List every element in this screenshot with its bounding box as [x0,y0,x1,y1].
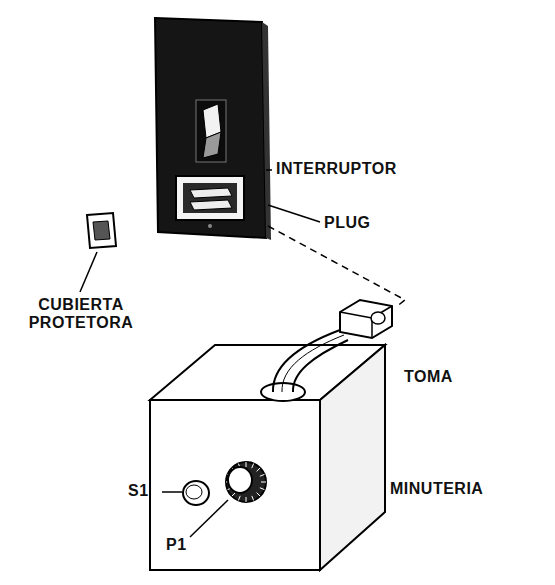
leader-line [190,500,228,537]
knurl-stroke [260,488,265,490]
box-side [320,345,385,570]
cable-hole [261,383,305,401]
socket [176,176,244,220]
box-front [150,400,320,570]
knurl-stroke [252,496,254,501]
callout-label: P1 [166,536,200,554]
knurl-stroke [257,468,261,472]
toma-connector [340,300,392,338]
protective-cover [87,213,116,248]
socket-hole [183,183,237,213]
knurl-stroke [246,497,247,502]
knurl-stroke [257,493,261,497]
cable [282,335,344,392]
knurl-stroke [246,462,247,467]
switch-toggle-lower [203,132,221,158]
leader-line [268,205,320,222]
knurl-stroke [261,482,266,483]
plate-screw [208,224,212,228]
knurl-stroke [238,496,240,501]
push-button [183,481,209,505]
push-button-cap [186,485,202,499]
potentiometer-knob [226,462,266,502]
knob-knurling [226,462,266,502]
leader-line [266,169,272,171]
part-label: CUBIERTA PROTETORA [22,296,140,333]
toma-hole [371,312,385,324]
part-label: PLUG [324,214,394,232]
socket-prong [190,200,232,210]
knurl-stroke [252,464,254,469]
plug-dashed-line [268,226,405,307]
leader-line [80,252,97,292]
part-label: MINUTERIA [390,480,510,498]
knob-face [228,467,252,493]
wall-plate-edge [262,22,271,240]
socket-prong [190,188,232,198]
knurl-stroke [260,474,265,476]
toma-edge [340,312,372,318]
callout-label: S1 [128,482,162,500]
protective-cover-inner [93,221,110,240]
part-label: TOMA [404,368,474,386]
leader-line [162,491,182,493]
cable [293,340,348,392]
wall-plate [155,18,266,238]
part-label: INTERRUPTOR [276,160,426,178]
knurl-stroke [232,493,236,497]
switch-frame [196,100,226,162]
